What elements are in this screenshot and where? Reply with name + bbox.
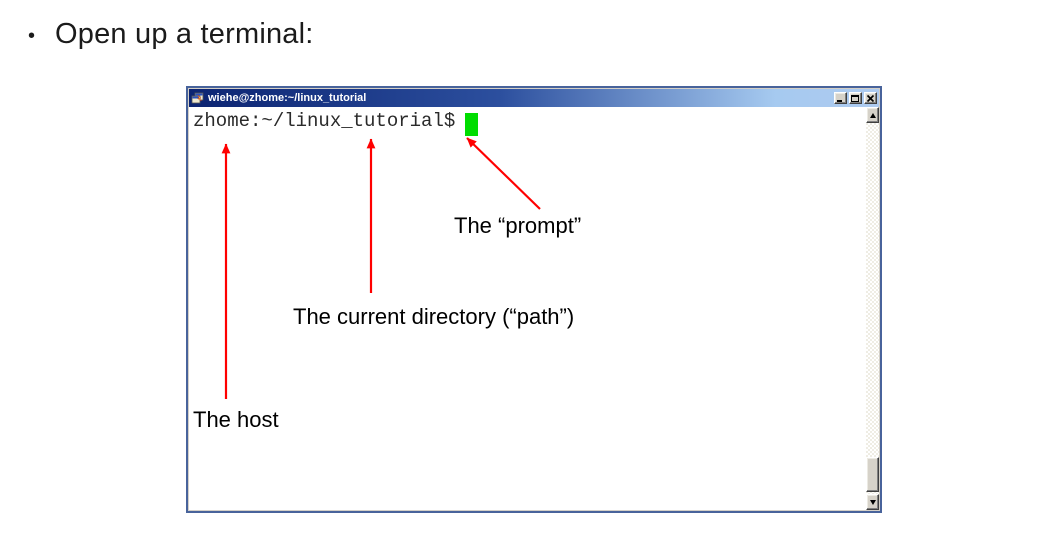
prompt-line: zhome:~/linux_tutorial$ — [193, 109, 479, 136]
minimize-icon — [837, 99, 842, 102]
maximize-icon — [851, 94, 859, 102]
putty-icon-svg — [191, 92, 204, 103]
window-controls — [834, 92, 877, 104]
close-icon — [866, 94, 875, 102]
maximize-button[interactable] — [849, 92, 862, 104]
scroll-up-button[interactable] — [866, 107, 879, 123]
terminal-cursor — [465, 113, 479, 136]
scrollbar-track[interactable] — [866, 123, 879, 494]
bullet-item: • Open up a terminal: — [28, 18, 314, 51]
path-annotation-label: The current directory (“path”) — [293, 304, 575, 329]
bullet-icon: • — [28, 25, 36, 47]
scroll-down-button[interactable] — [866, 494, 879, 510]
triangle-down-icon — [869, 499, 876, 505]
terminal-window: wiehe@zhome:~/linux_tutorial — [186, 86, 882, 513]
triangle-up-icon — [869, 112, 876, 118]
window-title: wiehe@zhome:~/linux_tutorial — [208, 92, 367, 104]
close-button[interactable] — [864, 92, 877, 104]
prompt-text: zhome:~/linux_tutorial$ — [193, 110, 456, 132]
minimize-button[interactable] — [834, 92, 847, 104]
host-annotation-label: The host — [193, 407, 279, 432]
prompt-annotation-label: The “prompt” — [454, 213, 582, 238]
terminal-titlebar[interactable]: wiehe@zhome:~/linux_tutorial — [189, 89, 879, 107]
putty-icon — [191, 92, 204, 105]
bullet-text: Open up a terminal: — [55, 18, 314, 50]
vertical-scrollbar[interactable] — [866, 107, 879, 510]
scrollbar-thumb[interactable] — [866, 457, 879, 492]
